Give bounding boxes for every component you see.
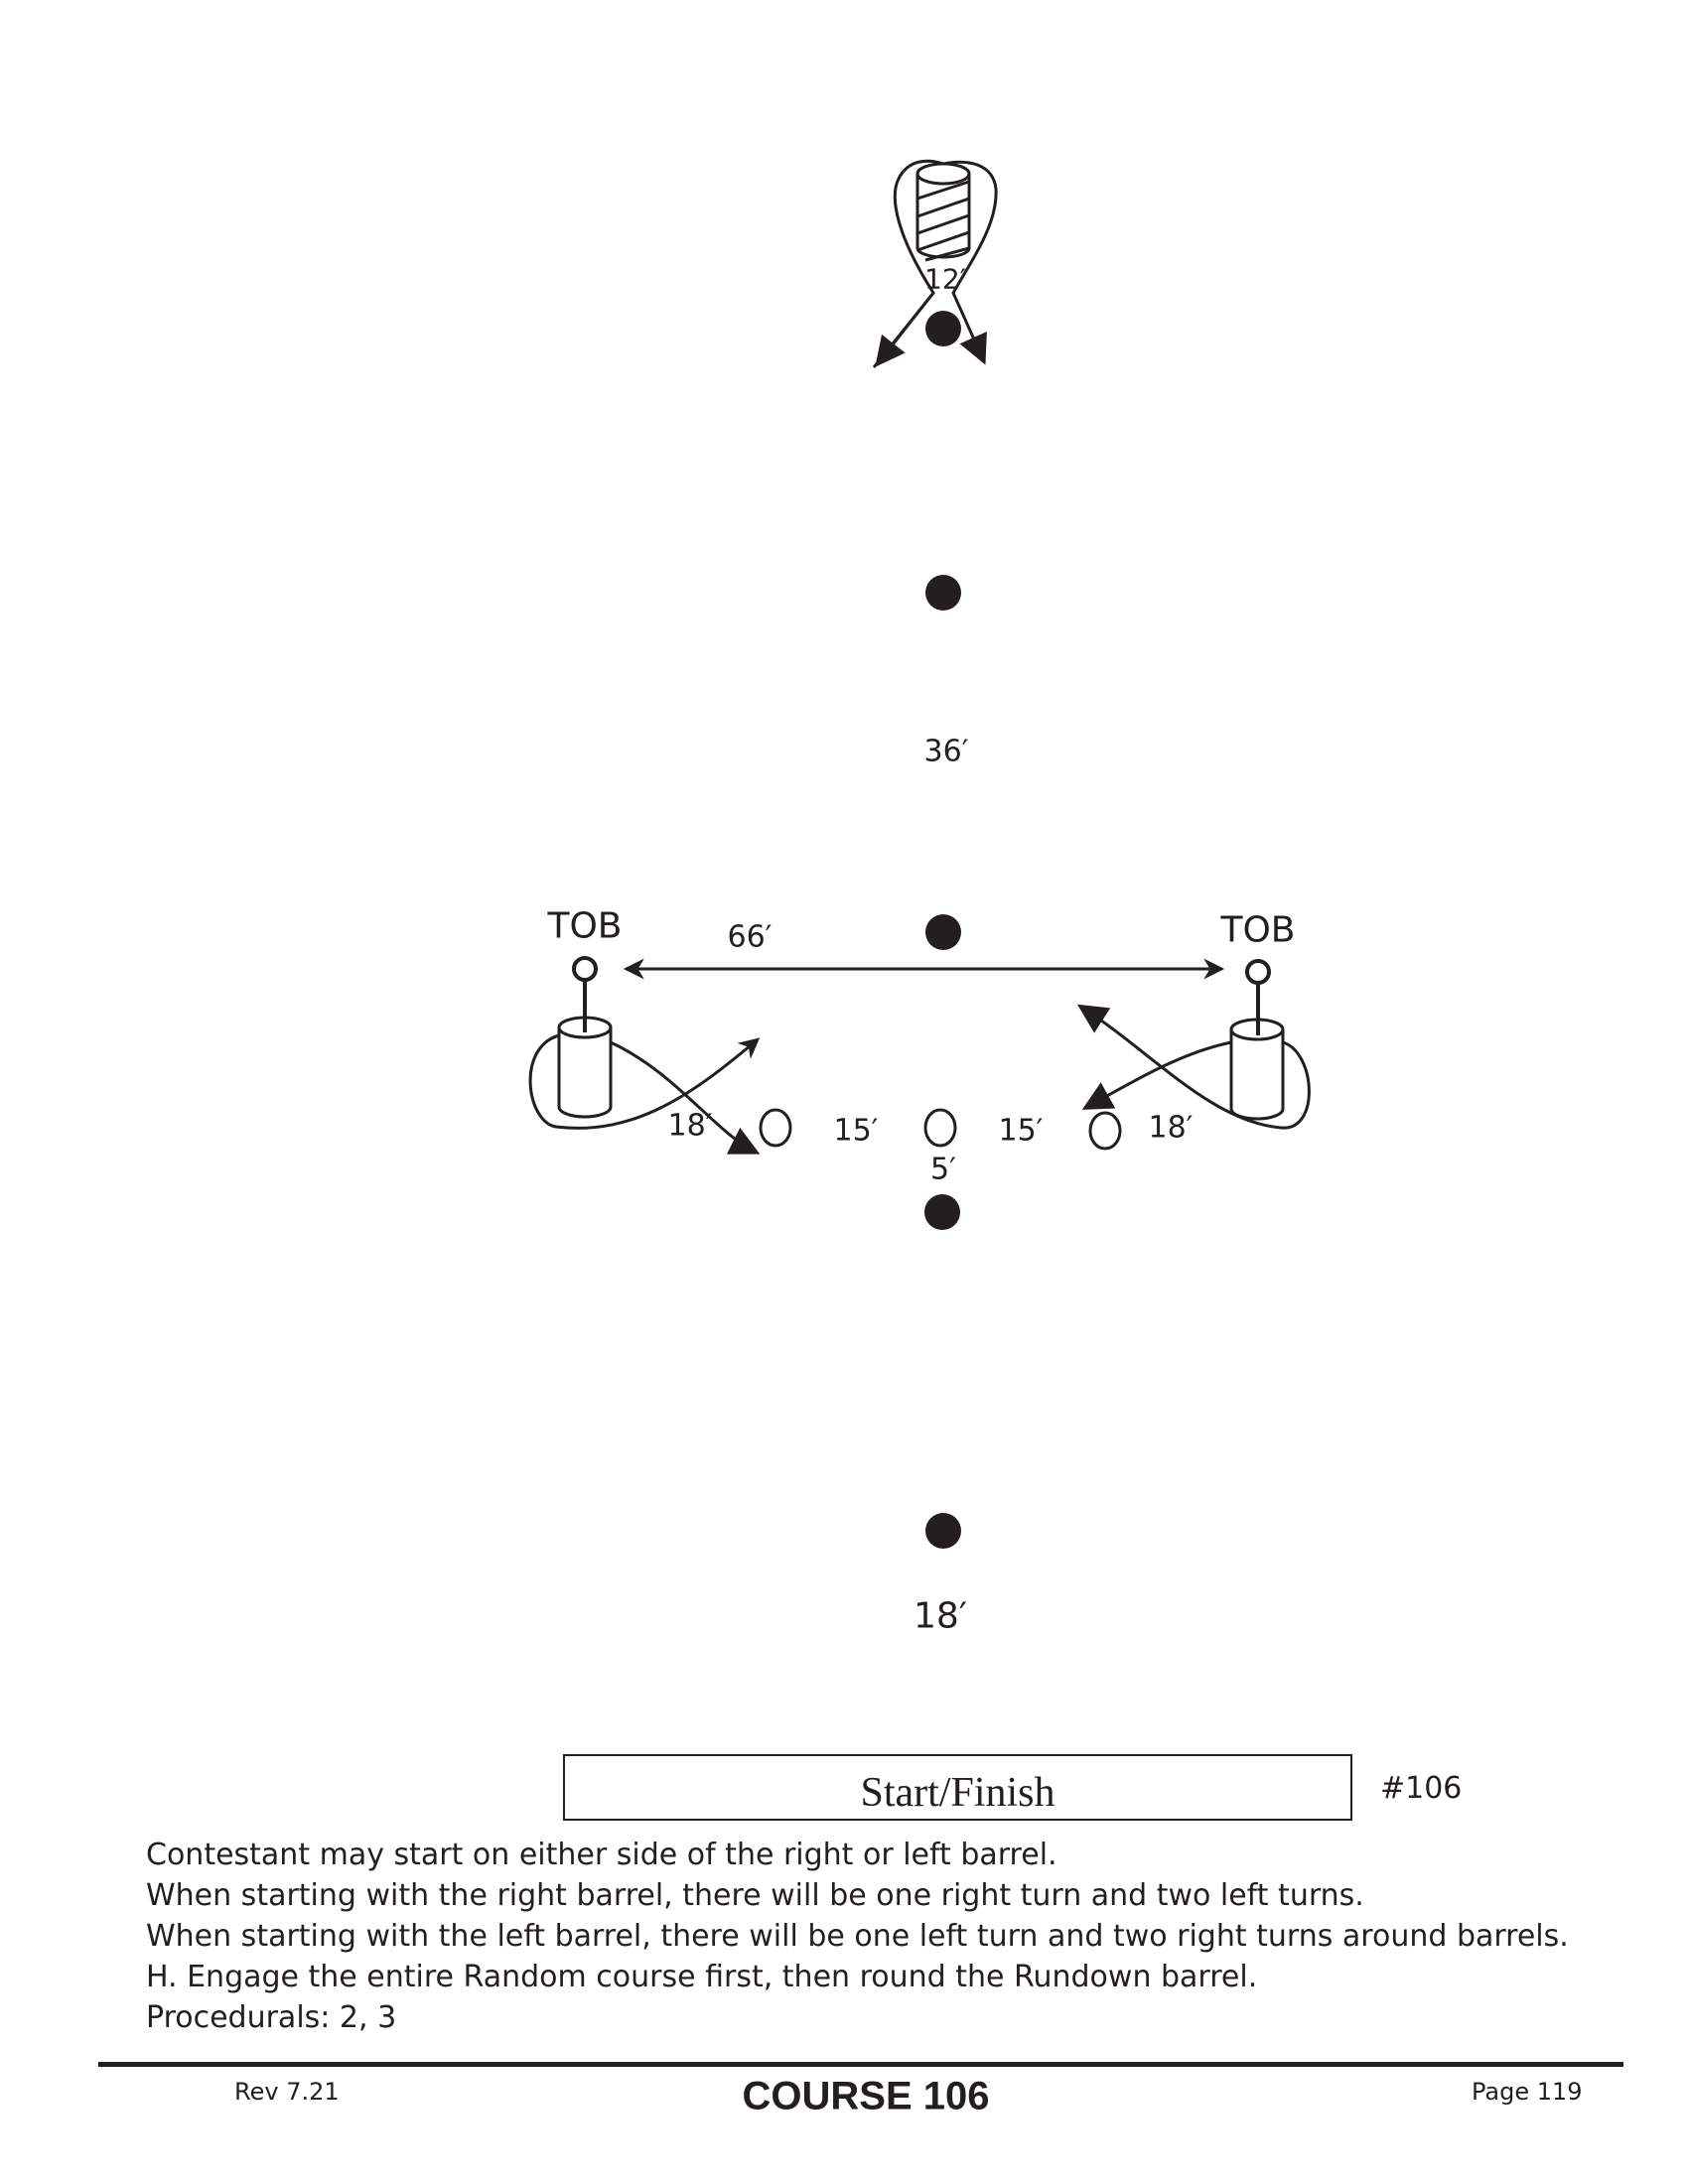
description-line: H. Engage the entire Random course first… xyxy=(146,1960,1258,1994)
right-barrel xyxy=(1229,1018,1285,1121)
pole-left xyxy=(759,1108,792,1148)
description-line: Procedurals: 2, 3 xyxy=(146,2000,397,2035)
start-finish-label: Start/Finish xyxy=(860,1769,1055,1816)
cone-1 xyxy=(925,311,961,346)
course-title: COURSE 106 xyxy=(742,2074,990,2118)
center-distance-label: 5′ xyxy=(930,1152,956,1187)
right-barrel-distance-label: 18′ xyxy=(1148,1110,1194,1146)
tob-right-label: TOB xyxy=(1220,909,1296,951)
cone-5 xyxy=(925,1513,961,1549)
revision-label: Rev 7.21 xyxy=(234,2078,340,2106)
left-barrel-distance-label: 18′ xyxy=(667,1108,713,1144)
rundown-distance-label: 12′ xyxy=(924,262,966,296)
tob-right-marker xyxy=(1245,959,1271,1035)
description-line: Contestant may start on either side of t… xyxy=(146,1838,1057,1872)
page-number: Page 119 xyxy=(1472,2078,1583,2106)
right-pole-distance-label: 15′ xyxy=(998,1113,1044,1149)
tob-left-label: TOB xyxy=(547,905,623,947)
left-barrel xyxy=(557,1016,613,1119)
left-pole-distance-label: 15′ xyxy=(833,1113,879,1149)
rundown-turn-path xyxy=(872,159,996,367)
start-finish-box: Start/Finish xyxy=(563,1754,1352,1821)
course-description: Contestant may start on either side of t… xyxy=(146,1835,1569,2038)
start-distance-label: 18′ xyxy=(914,1595,967,1637)
upper-distance-label: 36′ xyxy=(923,734,969,769)
right-barrel-turn-path xyxy=(1076,1004,1311,1130)
cone-4 xyxy=(924,1194,960,1230)
cone-2 xyxy=(925,575,961,611)
pole-center xyxy=(923,1108,957,1148)
cone-3 xyxy=(925,914,961,950)
pole-right xyxy=(1088,1111,1122,1151)
rundown-barrel xyxy=(915,162,971,262)
width-distance-label: 66′ xyxy=(727,919,773,955)
tob-left-marker xyxy=(572,956,598,1032)
description-line: When starting with the right barrel, the… xyxy=(146,1878,1364,1913)
left-barrel-turn-path xyxy=(610,1040,761,1155)
footer-divider xyxy=(98,2062,1623,2067)
description-line: When starting with the left barrel, ther… xyxy=(146,1919,1569,1954)
course-number: #106 xyxy=(1380,1771,1463,1806)
